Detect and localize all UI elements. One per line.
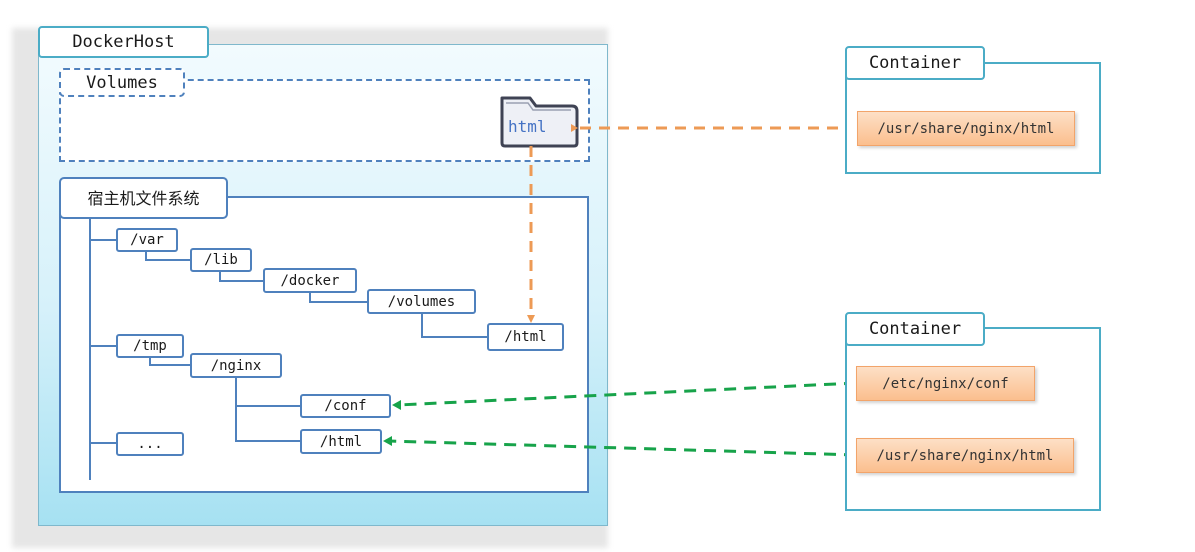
tree-link-html-tmp: [235, 376, 301, 442]
tree-link-docker: [219, 271, 264, 282]
bind-link-html-arrowhead: [383, 436, 392, 446]
container-2-panel: [845, 327, 1101, 511]
tree-link-nginx: [149, 356, 191, 366]
node-volumes[interactable]: /volumes: [367, 289, 476, 314]
node-conf[interactable]: /conf: [300, 394, 391, 418]
bind-link-conf-arrowhead: [392, 400, 401, 410]
volume-link-arrowhead: [571, 124, 578, 132]
tree-link-html-vol: [421, 313, 488, 338]
tree-link-volumes: [309, 292, 368, 303]
bind-link-html: [388, 439, 857, 457]
bind-link-conf: [397, 381, 857, 407]
node-tmp[interactable]: /tmp: [116, 334, 184, 358]
tree-link-lib: [145, 251, 191, 261]
container-1-title: Container: [845, 46, 985, 80]
node-docker[interactable]: /docker: [263, 268, 357, 293]
container-1-path-html[interactable]: /usr/share/nginx/html: [857, 111, 1075, 146]
volumes-title: Volumes: [59, 68, 185, 97]
container-2-title: Container: [845, 312, 985, 346]
volume-links: [527, 124, 857, 323]
tree-connectors: [89, 219, 488, 480]
node-html-volume[interactable]: /html: [487, 323, 564, 351]
folder-icon: html: [500, 96, 579, 148]
docker-host-title: DockerHost: [38, 26, 209, 58]
node-var[interactable]: /var: [116, 228, 178, 252]
folder-label: html: [508, 117, 547, 136]
node-html-tmp[interactable]: /html: [300, 429, 382, 454]
container-2-path-conf[interactable]: /etc/nginx/conf: [856, 366, 1035, 401]
host-filesystem-title: 宿主机文件系统: [59, 177, 228, 219]
container-2-path-html[interactable]: /usr/share/nginx/html: [856, 438, 1074, 473]
node-lib[interactable]: /lib: [190, 248, 252, 272]
bind-links: [383, 381, 857, 457]
volume-link-host-arrowhead: [527, 315, 535, 323]
node-nginx[interactable]: /nginx: [190, 353, 282, 378]
node-more: ...: [116, 432, 184, 456]
